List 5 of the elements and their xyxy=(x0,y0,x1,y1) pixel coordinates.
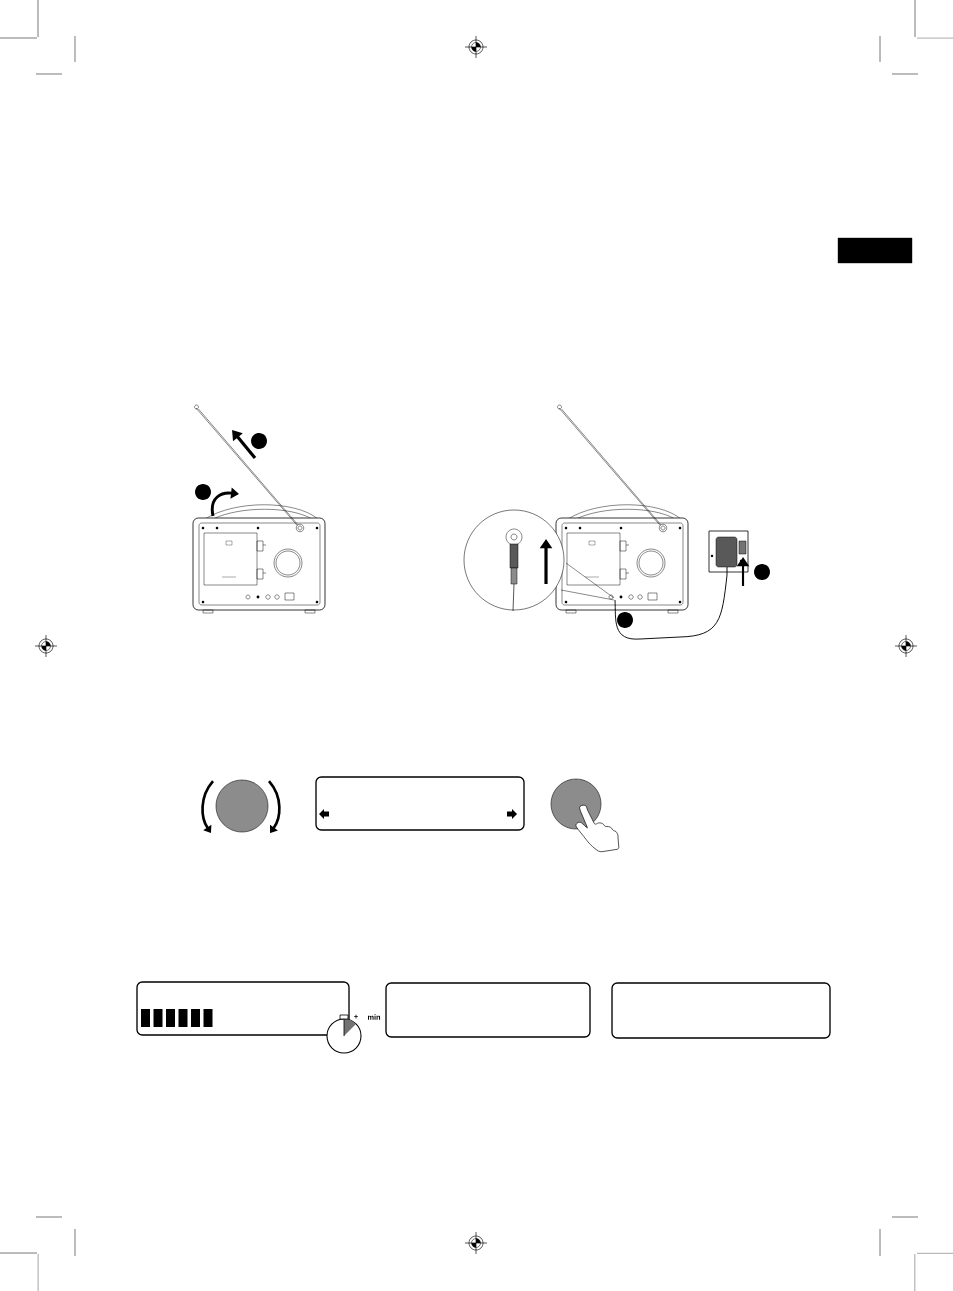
display-screen xyxy=(315,776,525,831)
display-screen xyxy=(136,981,350,1036)
tab-marker xyxy=(837,237,913,264)
display-screen xyxy=(611,982,831,1039)
display-screen xyxy=(385,982,591,1038)
